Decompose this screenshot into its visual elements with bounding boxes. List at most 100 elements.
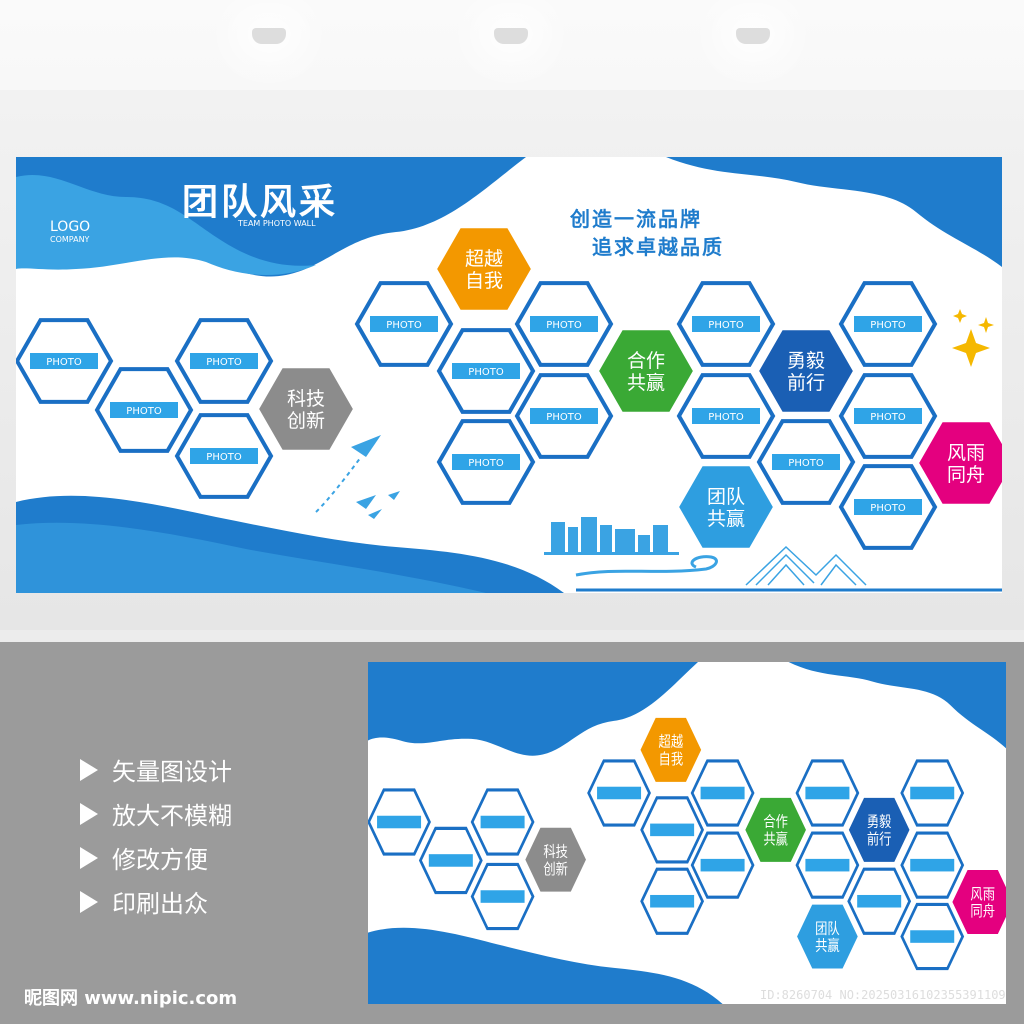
city-skyline-icon <box>544 517 679 555</box>
logo-text: LOGO <box>50 219 91 235</box>
photo-placeholder <box>910 858 955 872</box>
badge-text: 共赢 <box>815 936 840 955</box>
photo-placeholder <box>597 786 642 800</box>
play-arrow-icon <box>80 802 98 825</box>
spotlight-icon <box>736 28 770 44</box>
badge-text: 共赢 <box>627 372 665 394</box>
photo-placeholder <box>692 316 760 332</box>
page-subtitle: TEAM PHOTO WALL <box>238 219 316 228</box>
photo-placeholder <box>452 454 520 470</box>
photo-placeholder <box>854 499 922 515</box>
photo-frame: PHOTO <box>756 419 856 505</box>
photo-frame <box>587 759 651 827</box>
photo-frame: PHOTO <box>94 367 194 453</box>
photo-frame <box>900 902 965 971</box>
photo-placeholder <box>190 353 258 369</box>
slogan-line2: 追求卓越品质 <box>592 235 724 259</box>
feature-item: 印刷出众 <box>80 884 208 919</box>
badge-text: 团队 <box>815 920 840 937</box>
hexagon-grid: PHOTO PHOTO PHOTO PHOTO PHOTO PHOTO PHOTO PHOTO… <box>16 226 1002 550</box>
badge-text: 同舟 <box>947 464 985 486</box>
photo-placeholder <box>650 894 695 908</box>
paper-plane-icon <box>351 435 400 519</box>
photo-label: PHOTO <box>546 320 582 331</box>
photo-frame <box>470 788 535 856</box>
photo-frame <box>470 862 535 931</box>
photo-label: PHOTO <box>870 320 906 331</box>
photo-label: PHOTO <box>468 367 504 378</box>
spotlight-icon <box>494 28 528 44</box>
badge-text: 共赢 <box>763 830 788 849</box>
badge-text: 超越 <box>465 248 503 270</box>
photo-frame <box>418 826 483 895</box>
photo-frame <box>690 831 755 899</box>
photo-placeholder <box>805 858 850 872</box>
preview-artwork <box>368 662 1006 1004</box>
photo-frame: PHOTO <box>16 318 114 404</box>
preview-thumbnail: 科技创新超越自我合作共赢勇毅前行团队共赢风雨同舟 <box>368 662 1006 1004</box>
mountain-icon <box>745 545 867 586</box>
photo-wall-board: LOGO COMPANY 团队风采 TEAM PHOTO WALL 创造一流品牌… <box>16 157 1002 593</box>
photo-placeholder <box>700 786 745 800</box>
sparkle-icon <box>952 309 994 367</box>
photo-frame: PHOTO <box>676 373 776 459</box>
feature-text: 矢量图设计 <box>112 758 232 786</box>
board-artwork <box>16 157 1002 593</box>
badge-text: 共赢 <box>707 508 745 530</box>
photo-placeholder <box>772 454 840 470</box>
badge-text: 合作 <box>627 350 665 372</box>
photo-label: PHOTO <box>708 320 744 331</box>
badge-text: 合作 <box>763 814 788 831</box>
photo-label: PHOTO <box>708 412 744 423</box>
photo-frame <box>795 831 860 899</box>
photo-placeholder <box>910 786 955 800</box>
photo-placeholder <box>530 408 598 424</box>
photo-placeholder <box>30 353 98 369</box>
photo-placeholder <box>428 854 473 867</box>
photo-placeholder <box>452 363 520 379</box>
photo-placeholder <box>692 408 760 424</box>
bottom-left-wave-light <box>16 522 486 593</box>
badge-text: 科技 <box>287 388 325 410</box>
top-right-wave <box>666 157 1002 267</box>
wall-background: LOGO COMPANY 团队风采 TEAM PHOTO WALL 创造一流品牌… <box>0 0 1024 642</box>
play-arrow-icon <box>80 758 98 781</box>
photo-frame <box>640 796 705 864</box>
badge-text: 同舟 <box>970 903 995 920</box>
photo-frame <box>795 759 860 827</box>
site-brand: 昵图网 www.nipic.com <box>24 988 238 1009</box>
badge-text: 前行 <box>787 372 825 394</box>
cloud-swirl-icon <box>575 555 718 577</box>
badge-text: 勇毅 <box>787 350 825 372</box>
feature-text: 印刷出众 <box>112 890 208 918</box>
photo-frame: PHOTO <box>676 281 776 367</box>
photo-label: PHOTO <box>206 357 242 368</box>
photo-placeholder <box>480 815 525 829</box>
photo-frame <box>690 759 755 827</box>
photo-placeholder <box>854 316 922 332</box>
badge-text: 勇毅 <box>867 813 892 832</box>
photo-label: PHOTO <box>46 357 82 368</box>
photo-label: PHOTO <box>468 458 504 469</box>
photo-placeholder <box>857 894 902 908</box>
badge-text: 超越 <box>659 734 684 751</box>
photo-frame: PHOTO <box>838 281 938 367</box>
top-left-wave-light <box>16 174 316 276</box>
badge-text: 风雨 <box>947 442 985 464</box>
photo-frame <box>900 759 965 827</box>
logo: LOGO COMPANY <box>50 219 90 244</box>
feature-text: 修改方便 <box>112 846 208 874</box>
photo-placeholder <box>370 316 438 332</box>
photo-placeholder <box>377 815 422 829</box>
badge-text: 创新 <box>543 861 568 878</box>
flight-path <box>315 456 362 513</box>
photo-placeholder <box>480 890 525 903</box>
badge-text: 自我 <box>465 270 503 292</box>
photo-frame <box>640 867 705 935</box>
